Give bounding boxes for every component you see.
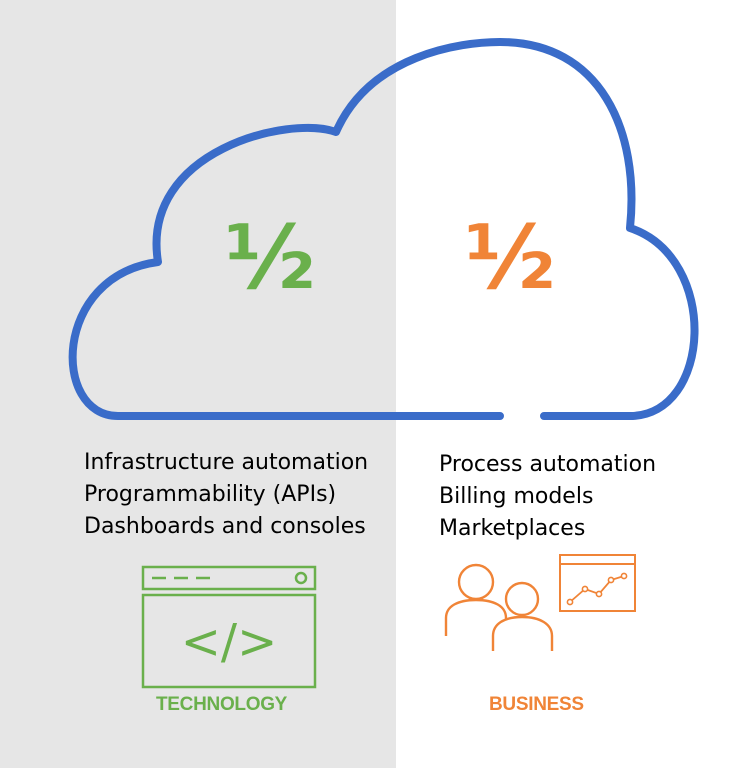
business-fraction: ½ [464, 206, 556, 309]
business-item: Process automation [439, 452, 657, 477]
people-with-chart-icon [444, 554, 636, 651]
technology-fraction: ½ [224, 206, 316, 309]
business-item: Billing models [439, 484, 594, 509]
cloud-outline [68, 38, 699, 420]
business-item: Marketplaces [439, 516, 586, 541]
technology-item: Dashboards and consoles [84, 514, 366, 539]
business-label: BUSINESS [489, 694, 584, 715]
code-symbol: </> [181, 614, 278, 670]
technology-item: Programmability (APIs) [84, 482, 337, 507]
technology-list: Infrastructure automation Programmabilit… [84, 447, 368, 543]
technology-item: Infrastructure automation [84, 450, 369, 475]
technology-label: TECHNOLOGY [156, 694, 288, 715]
business-list: Process automation Billing models Market… [439, 449, 656, 545]
business-panel [396, 0, 752, 768]
code-window-icon: </> [141, 565, 317, 689]
